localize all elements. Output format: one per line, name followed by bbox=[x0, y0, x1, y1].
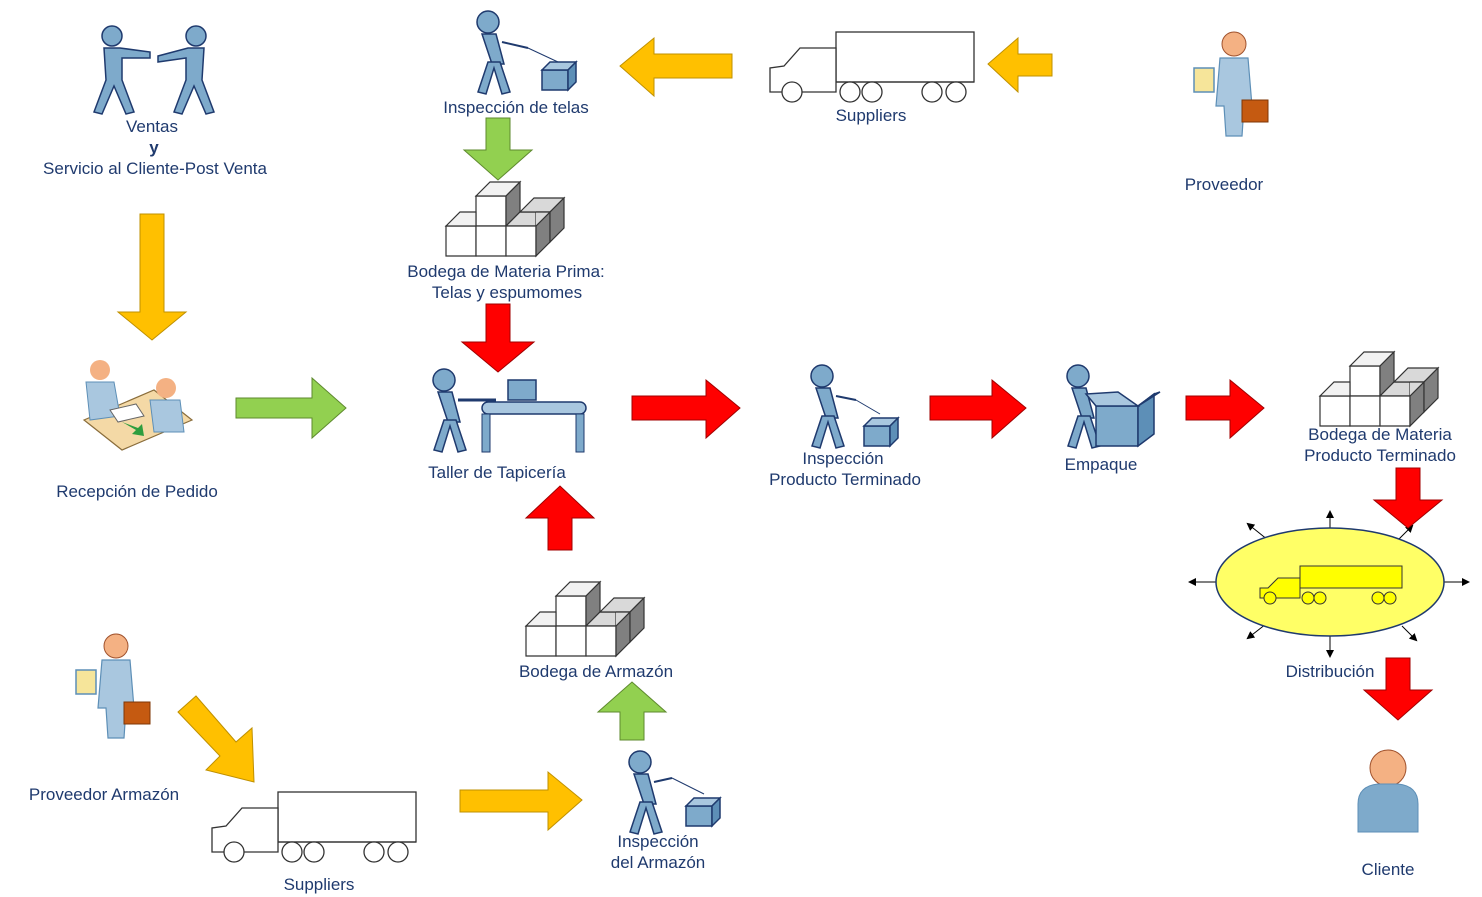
label-bodega-armazon: Bodega de Armazón bbox=[518, 662, 674, 681]
label-cliente: Cliente bbox=[1361, 860, 1415, 879]
label-inspeccion-pt-1: Inspección bbox=[802, 449, 884, 468]
workshop-conveyor-icon bbox=[432, 368, 587, 453]
flow-arrow bbox=[460, 303, 536, 373]
label-recepcion: Recepción de Pedido bbox=[56, 482, 218, 501]
label-taller: Taller de Tapicería bbox=[428, 463, 566, 482]
label-inspeccion-telas: Inspección de telas bbox=[443, 98, 589, 117]
label-proveedor-armazon: Proveedor Armazón bbox=[28, 785, 180, 804]
label-inspeccion-pt-2: Producto Terminado bbox=[769, 470, 921, 489]
label-proveedor: Proveedor bbox=[1184, 175, 1264, 194]
label-distribucion: Distribución bbox=[1285, 662, 1375, 681]
warehouse-boxes-icon bbox=[1319, 351, 1439, 427]
supplier-person-icon bbox=[75, 633, 151, 739]
label-servicio: Servicio al Cliente-Post Venta bbox=[43, 159, 267, 178]
warehouse-boxes-icon bbox=[445, 181, 565, 257]
inspector-icon bbox=[476, 10, 577, 95]
label-bodega-pt-2: Producto Terminado bbox=[1304, 446, 1456, 465]
flow-arrow bbox=[524, 485, 596, 551]
label-inspeccion-armazon-2: del Armazón bbox=[610, 853, 706, 872]
truck-icon bbox=[211, 791, 417, 863]
flow-arrow bbox=[459, 770, 583, 832]
label-bodega-pt-1: Bodega de Materia bbox=[1308, 425, 1452, 444]
inspector-icon bbox=[628, 750, 721, 835]
label-bodega-mp-1: Bodega de Materia Prima: bbox=[407, 262, 605, 281]
flow-arrow bbox=[235, 376, 347, 440]
customer-icon bbox=[1357, 749, 1419, 833]
flow-arrow bbox=[619, 36, 733, 98]
distribution-truck-icon bbox=[1188, 510, 1470, 658]
order-reception-icon bbox=[82, 360, 194, 451]
flow-arrow bbox=[631, 378, 741, 440]
label-ventas: Ventas bbox=[126, 117, 178, 136]
label-suppliers-bottom: Suppliers bbox=[283, 875, 355, 894]
label-y: y bbox=[149, 138, 159, 157]
packing-icon bbox=[1066, 364, 1161, 449]
truck-icon bbox=[769, 31, 975, 103]
flow-arrow bbox=[987, 36, 1053, 94]
warehouse-boxes-icon bbox=[525, 581, 645, 657]
handshake-people-icon bbox=[93, 25, 215, 115]
flow-arrow bbox=[462, 117, 534, 181]
flow-arrow bbox=[116, 213, 188, 341]
flow-arrow bbox=[177, 695, 255, 783]
flow-arrow bbox=[929, 378, 1027, 440]
label-empaque: Empaque bbox=[1064, 455, 1138, 474]
flow-arrow bbox=[1362, 657, 1434, 721]
inspector-icon bbox=[810, 364, 899, 449]
supplier-person-icon bbox=[1193, 31, 1269, 137]
flow-arrow bbox=[1185, 378, 1265, 440]
flow-arrow bbox=[1372, 467, 1444, 529]
label-inspeccion-armazon-1: Inspección bbox=[617, 832, 699, 851]
label-bodega-mp-2: Telas y espumomes bbox=[431, 283, 583, 302]
flow-arrow bbox=[596, 681, 668, 741]
label-suppliers-top: Suppliers bbox=[835, 106, 907, 125]
